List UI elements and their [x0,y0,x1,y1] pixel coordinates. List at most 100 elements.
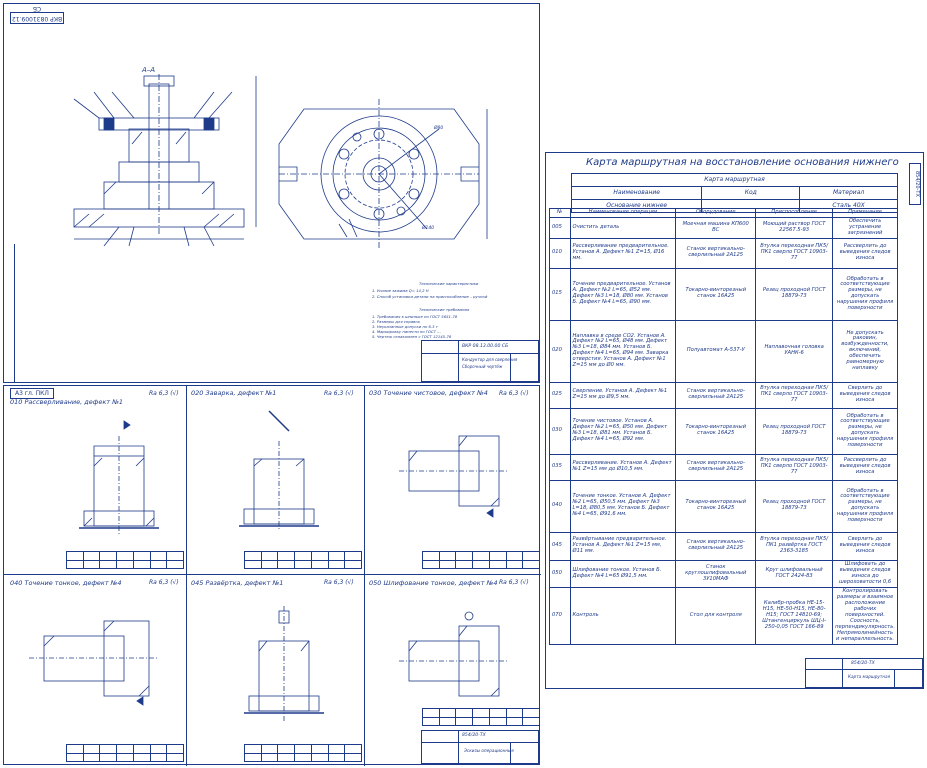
panel-title-045: 045 Развёртка, дефект №1 [191,579,284,587]
params-table-020 [244,551,362,569]
route-card-sheet: 854/20-ТХ Карта маршрутная на восстановл… [545,152,924,689]
cell-eq: Станок вертикально-сверлильный 2А125 [675,381,757,409]
panel-title-010: 010 Рассверливание, дефект №1 [10,398,124,406]
cell-no: 010 [549,237,571,269]
title-code: 854/20-ТХ [462,733,486,738]
tech-characteristics-title: Технические характеристики [419,281,479,286]
cell-op: Точение предварительное. Установ А. Дефе… [569,267,677,321]
cell-fix: Втулка переходная ПК5/ПК1 сверло ГОСТ 10… [755,237,834,269]
cell-fix: Резец проходной ГОСТ 18879-73 [755,267,834,321]
cell-note: Не допускать раковин, возбужденности, вк… [832,319,898,383]
cell-fix: Калибр-пробка НЕ-15-Н15, НЕ-50-Н15, НЕ-8… [755,586,834,645]
title-code: 854/20-ТХ [851,661,875,666]
cell-note: Контролировать размеры и взаимное распол… [832,586,898,645]
roughness-020: Ra 6,3 (√) [324,390,354,397]
assembly-section-view [73,74,257,247]
sheet-stamp: 854/20-ТХ [909,163,921,205]
roughness-030: Ra 6,3 (√) [499,390,529,397]
cell-eq: Станок вертикально-сверлильный 2А125 [675,237,757,269]
sketch-020 [239,410,319,531]
card-subheading: Карта маршрутная [571,173,898,187]
cell-op: Развёртывание предварительное. Установ А… [569,531,677,561]
col-no: № [549,208,571,218]
cell-op: Рассверливание предварительное. Установ … [569,237,677,269]
card-heading: Карта маршрутная на восстановление основ… [586,157,899,168]
title-code: ВКР 08.13.00.00 СБ [462,344,509,349]
title-name: Эскизы операционные [464,748,514,753]
cell-no: 020 [549,319,571,383]
cell-fix: Втулка переходная ПК5/ПК1 сверло ГОСТ 10… [755,453,834,481]
sketch-010 [79,420,159,536]
dim-label-140: Ø140 [422,226,435,231]
cell-op: Сверление. Установ А. Дефект №1 Z=15 мм … [569,381,677,409]
cell-no: 005 [549,217,571,239]
req-line: 2. Размеры для справок [372,319,420,324]
panel-title-020: 020 Заварка, дефект №1 [191,389,277,397]
title-block: ВКР 08.13.00.00 СБ Кондуктор для сверлен… [421,340,540,383]
cell-op: Наплавка в среде СО2. Установ А. Дефект … [569,319,677,383]
hdr-code: Код [701,186,801,200]
cell-op: Очистить деталь [569,217,677,239]
cell-fix: Резец проходной ГОСТ 18879-73 [755,407,834,455]
cell-op: Точение тонкое. Установ А. Дефект №2 L=6… [569,479,677,533]
panel-title-040: 040 Точение тонкое, дефект №4 [10,579,122,587]
roughness-050: Ra 6,3 (√) [499,579,529,586]
params-table-010 [66,551,184,569]
sketch-040 [29,620,159,706]
title-block: 854/20-ТХ Карта маршрутная [805,658,924,689]
tech-requirements-title: Технические требования [419,307,470,312]
roughness-045: Ra 6,3 (√) [324,579,354,586]
cell-no: 045 [549,531,571,561]
cell-no: 040 [549,479,571,533]
tech-line: 1. Усилие зажима Q= 14,2 Н [372,288,429,293]
req-line: 4. Маркировку нанести по ГОСТ ... [372,329,441,334]
cell-op: Контроль [569,586,677,645]
cell-eq: Станок вертикально-сверлильный 2А125 [675,531,757,561]
cell-note: Шлифовать до выведения следов износа до … [832,559,898,588]
cell-fix: Моющий раствор ГОСТ 22567.5-93 [755,217,834,239]
params-table-030 [422,551,540,569]
hdr-material: Материал [799,186,898,200]
dim-label-80: Ø80 [434,126,444,131]
col-note: Примечание [832,208,898,218]
cell-note: Сверлить до выведения следов износа [832,531,898,561]
req-line: 1. Требования к шпильке по ГОСТ 5651-78 [372,314,458,319]
operation-sketches-sheet: А3 гл. ПКЛ 010 Рассверливание, дефект №1… [3,385,541,766]
cell-eq: Станок круглошлифовальный 3У10МАФ [675,559,757,588]
cell-fix: Втулка переходная ПК5/ПК1 развёртка ГОСТ… [755,531,834,561]
cell-no: 025 [549,381,571,409]
cell-no: 070 [549,586,571,645]
cell-eq: Моечная машина КП600 ВС [675,217,757,239]
cell-fix: Втулка переходная ПК5/ПК1 сверло ГОСТ 10… [755,381,834,409]
cell-eq: Полуавтомат А-537-У [675,319,757,383]
sketch-030 [399,435,509,518]
cell-no: 035 [549,453,571,481]
cell-no: 015 [549,267,571,321]
margin-strip [4,244,15,382]
params-table-050 [422,708,540,726]
sketch-050 [399,611,509,697]
sketch-045 [244,606,324,721]
hdr-name: Наименование [570,186,703,200]
panel-title-050: 050 Шлифование тонкое, дефект №4 [369,579,498,587]
tech-line: 2. Способ установки детали на приспособл… [372,294,488,299]
req-line: 5. Чертеж ознакомлен с ГОСТ 12145-78 [372,334,452,339]
col-fix: Приспособление [755,208,834,218]
params-table-040 [66,744,184,762]
cell-op: Рассверливание. Установ А. Дефект №1 Z=1… [569,453,677,481]
card-header-table: Карта маршрутная Наименование Код Матери… [570,173,898,213]
cell-eq: Токарно-винторезный станок 16А25 [675,479,757,533]
sheet-stamp: А3 гл. ПКЛ [10,388,54,399]
col-eq: Оборудование [675,208,757,218]
section-label: А–А [142,66,156,74]
cell-op: Шлифование тонкое. Установ Б. Дефект №4 … [569,559,677,588]
title-name: Карта маршрутная [848,674,891,679]
cell-note: Обработать в соответствующие размеры, не… [832,267,898,321]
title-sub: Сборочный чертёж [462,364,503,369]
